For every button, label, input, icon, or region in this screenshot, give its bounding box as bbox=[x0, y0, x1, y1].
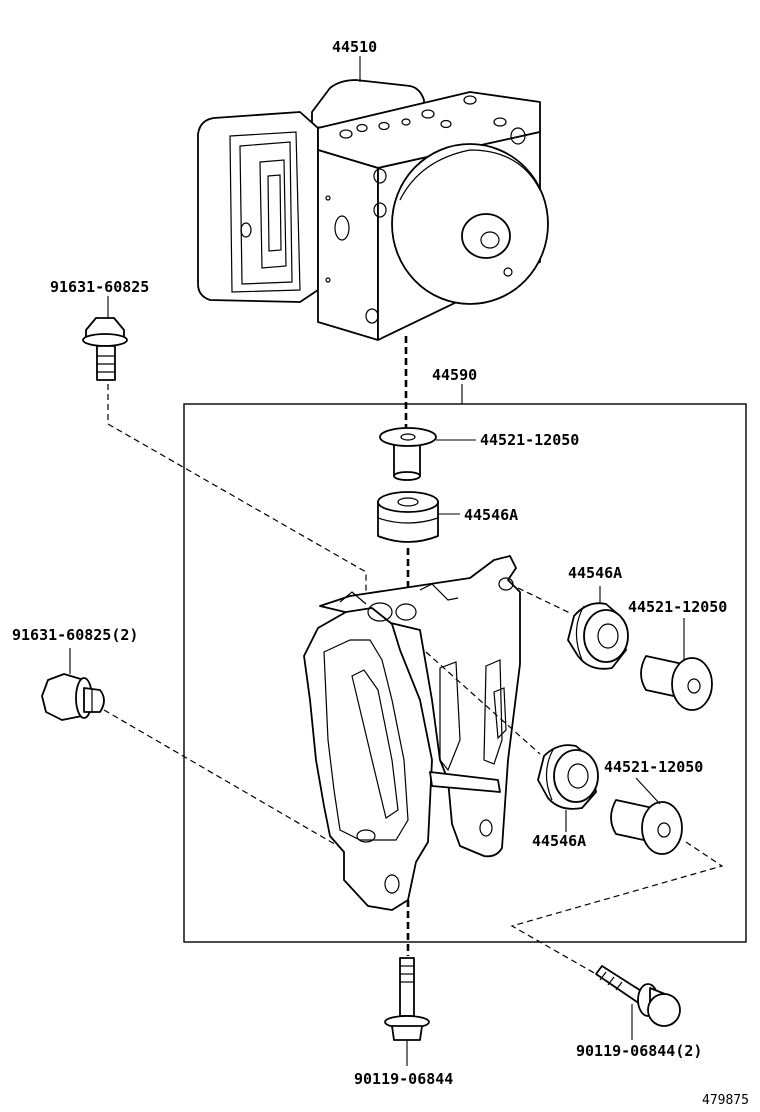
assembly-line-right-lower bbox=[425, 651, 541, 755]
label-bolt-top-left: 91631-60825 bbox=[50, 278, 149, 296]
bolt-91631-60825-top-part[interactable] bbox=[82, 296, 128, 381]
bolt-90119-06844-bottom-right-part[interactable] bbox=[595, 965, 681, 1040]
cushion-44546a-right-upper-part[interactable] bbox=[567, 586, 629, 670]
label-bolt-bottom-right: 90119-06844(2) bbox=[576, 1042, 702, 1060]
bolt-91631-60825-left-part[interactable] bbox=[41, 648, 105, 721]
assembly-line-top-bolt bbox=[107, 384, 367, 850]
label-bolt-bottom: 90119-06844 bbox=[354, 1070, 453, 1088]
label-bolt-left: 91631-60825(2) bbox=[12, 626, 138, 644]
assembly-line-right-upper bbox=[517, 587, 573, 615]
bolt-90119-06844-bottom-part[interactable] bbox=[384, 957, 430, 1066]
bracket-part[interactable] bbox=[303, 555, 521, 911]
cushion-44546a-right-lower-part[interactable] bbox=[537, 744, 599, 832]
assembly-line-left-bolt bbox=[103, 709, 339, 847]
label-collar-top: 44521-12050 bbox=[480, 431, 579, 449]
collar-44521-12050-right-upper-part[interactable] bbox=[640, 618, 713, 711]
collar-44521-12050-right-lower-part[interactable] bbox=[610, 777, 683, 855]
abs-actuator-part[interactable] bbox=[197, 56, 549, 341]
collar-44521-12050-top-part[interactable] bbox=[379, 427, 476, 481]
label-collar-right-upper: 44521-12050 bbox=[628, 598, 727, 616]
label-cushion-right-lower: 44546A bbox=[532, 832, 586, 850]
label-actuator: 44510 bbox=[332, 38, 377, 56]
label-collar-right-lower: 44521-12050 bbox=[604, 758, 703, 776]
cushion-44546a-top-part[interactable] bbox=[377, 491, 460, 543]
bracket-kit-box bbox=[183, 403, 747, 943]
label-cushion-right-upper: 44546A bbox=[568, 564, 622, 582]
label-bracket-assembly: 44590 bbox=[432, 366, 477, 384]
label-cushion-top: 44546A bbox=[464, 506, 518, 524]
assembly-line-bottom-right bbox=[510, 841, 724, 975]
figure-id: 479875 bbox=[702, 1093, 749, 1108]
